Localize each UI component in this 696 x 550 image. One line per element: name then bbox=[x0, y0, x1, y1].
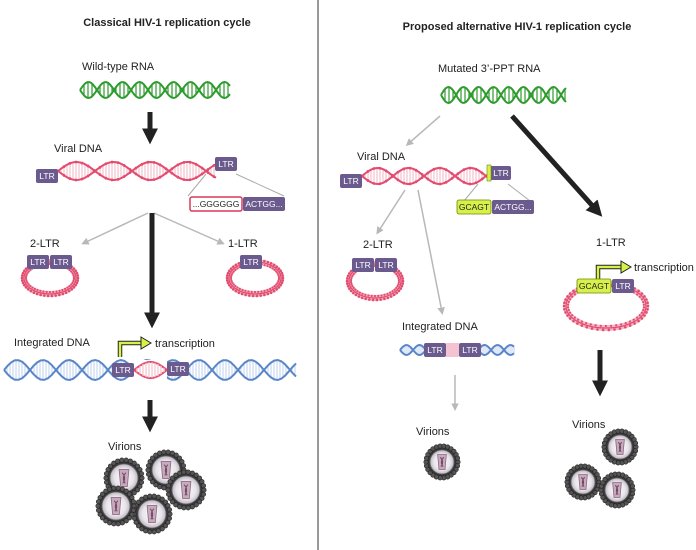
zoom-line bbox=[463, 183, 479, 202]
ltr-label: LTR bbox=[343, 176, 358, 186]
rna-helix-icon bbox=[440, 85, 567, 105]
flow-arrow-icon bbox=[153, 212, 225, 245]
sequence-box bbox=[243, 197, 285, 211]
transcription-arrow-icon bbox=[595, 260, 632, 280]
flow-arrow-icon bbox=[81, 212, 149, 245]
ltr-box bbox=[352, 258, 374, 272]
ltr-label: LTR bbox=[493, 168, 508, 178]
dna-helix-icon bbox=[360, 166, 490, 186]
sequence-highlight bbox=[456, 199, 492, 215]
ltr-label: LTR bbox=[115, 365, 130, 375]
ltr-box bbox=[112, 363, 134, 377]
transcription-arrow-icon bbox=[117, 336, 152, 357]
ltr-label: LTR bbox=[378, 260, 393, 270]
ltr-label: LTR bbox=[53, 257, 68, 267]
sequence-left: ...GGGGGG bbox=[193, 199, 240, 209]
integrated-dna-label: Integrated DNA bbox=[402, 321, 478, 333]
circular-dna-icon bbox=[20, 258, 80, 298]
sequence-right: ACTGG... bbox=[494, 202, 531, 212]
flow-arrow-icon bbox=[510, 114, 603, 217]
transcription-label: transcription bbox=[155, 338, 215, 350]
transcription-label: transcription bbox=[634, 262, 694, 274]
ltr-box bbox=[50, 255, 72, 269]
ltr-label: LTR bbox=[30, 257, 45, 267]
one-ltr-label: 1-LTR bbox=[596, 237, 626, 249]
mutation-marker bbox=[486, 164, 492, 182]
ltr-label: LTR bbox=[462, 345, 477, 355]
ltr-label: LTR bbox=[170, 364, 185, 374]
ltr-label: LTR bbox=[615, 281, 630, 291]
virions-label: Virions bbox=[108, 441, 142, 453]
ltr-box bbox=[612, 279, 634, 293]
sequence-highlight bbox=[189, 196, 243, 212]
zoom-line bbox=[187, 173, 207, 197]
virions-label: Virions bbox=[416, 426, 450, 438]
flow-arrow-icon bbox=[417, 189, 445, 315]
ltr-box bbox=[459, 343, 481, 357]
right-panel-title: Proposed alternative HIV-1 replication c… bbox=[403, 21, 632, 33]
ltr-label: LTR bbox=[243, 257, 258, 267]
virion-single bbox=[423, 443, 461, 481]
ltr-box bbox=[167, 362, 189, 376]
ltr-box bbox=[489, 166, 511, 180]
two-ltr-label: 2-LTR bbox=[363, 239, 393, 251]
sequence-highlight bbox=[576, 278, 612, 294]
rna-helix-icon bbox=[79, 80, 231, 100]
sequence-right: ACTGG... bbox=[245, 199, 282, 209]
ltr-box bbox=[424, 343, 446, 357]
virions-label: Virions bbox=[572, 419, 606, 431]
dna-helix-icon bbox=[56, 160, 217, 182]
dna-helix-icon bbox=[3, 358, 297, 382]
zoom-line bbox=[507, 183, 531, 202]
viral-dna-label: Viral DNA bbox=[54, 143, 103, 155]
virion-cluster bbox=[95, 449, 207, 535]
flow-arrow-icon bbox=[405, 115, 441, 146]
ltr-box bbox=[215, 157, 237, 171]
integrated-dna-label: Integrated DNA bbox=[14, 337, 90, 349]
ltr-label: LTR bbox=[355, 260, 370, 270]
ltr-label: LTR bbox=[39, 171, 54, 181]
ltr-label: LTR bbox=[427, 345, 442, 355]
virion-cluster bbox=[564, 428, 639, 509]
ltr-box bbox=[375, 258, 397, 272]
circle-sequence: GCAGT bbox=[579, 281, 609, 291]
ltr-box bbox=[36, 169, 58, 183]
viral-dna-label: Viral DNA bbox=[357, 151, 406, 163]
two-ltr-label: 2-LTR bbox=[30, 238, 60, 250]
left-panel-title: Classical HIV-1 replication cycle bbox=[83, 17, 251, 29]
mutated-rna-label: Mutated 3’-PPT RNA bbox=[438, 63, 541, 75]
one-ltr-label: 1-LTR bbox=[228, 238, 258, 250]
wild-type-rna-label: Wild-type RNA bbox=[82, 61, 155, 73]
ltr-label: LTR bbox=[218, 159, 233, 169]
flow-arrow-icon bbox=[376, 189, 406, 235]
ltr-box bbox=[27, 255, 49, 269]
ltr-box bbox=[240, 255, 262, 269]
sequence-left: GCAGT bbox=[459, 202, 489, 212]
ltr-box bbox=[340, 174, 362, 188]
sequence-box bbox=[492, 200, 534, 214]
zoom-line bbox=[235, 173, 285, 197]
